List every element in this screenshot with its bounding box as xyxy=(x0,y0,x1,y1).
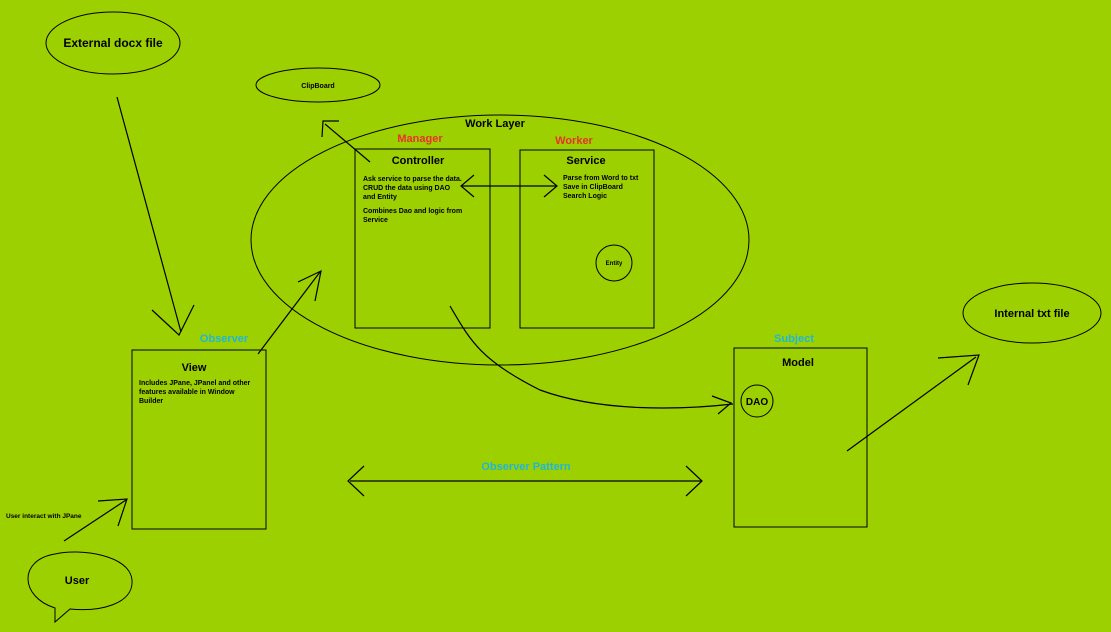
controller-service-arrow xyxy=(460,174,558,198)
service-text-line: Parse from Word to txt xyxy=(563,175,639,182)
view-text-line: Builder xyxy=(139,398,163,405)
model-to-internaltxt-arrow xyxy=(846,354,980,452)
view-box: View Includes JPane, JPanel and other fe… xyxy=(131,349,267,530)
entity-label: Entity xyxy=(606,261,623,267)
view-text-line: features available in Window xyxy=(139,389,235,396)
internal-txt-node: Internal txt file xyxy=(962,282,1102,344)
controller-to-model-arrow xyxy=(449,305,734,415)
worker-label: Worker xyxy=(555,135,593,147)
controller-text-line: and Entity xyxy=(363,194,397,201)
docx-to-view-arrow xyxy=(116,96,195,336)
controller-box: Controller Ask service to parse the data… xyxy=(354,148,491,329)
model-box: Model DAO xyxy=(733,347,868,528)
entity-node: Entity xyxy=(595,244,633,282)
observer-label: Observer xyxy=(200,333,249,345)
controller-to-clipboard-arrow xyxy=(321,120,371,163)
service-text-line: Search Logic xyxy=(563,193,607,200)
controller-text-line: Service xyxy=(363,217,388,224)
service-text-line: Save in ClipBoard xyxy=(563,184,623,191)
user-node: User xyxy=(27,551,133,624)
service-title: Service xyxy=(566,155,605,167)
view-text-line: Includes JPane, JPanel and other xyxy=(139,380,251,387)
model-title: Model xyxy=(782,357,814,369)
internal-txt-label: Internal txt file xyxy=(994,308,1069,320)
service-box: Service Parse from Word to txt Save in C… xyxy=(519,149,655,329)
controller-text-line: CRUD the data using DAO xyxy=(363,185,451,192)
observer-pattern-label: Observer Pattern xyxy=(481,461,571,473)
external-docx-label: External docx file xyxy=(63,36,163,50)
view-title: View xyxy=(182,362,207,374)
user-interact-label: User interact with JPane xyxy=(6,513,82,520)
subject-label: Subject xyxy=(774,333,814,345)
external-docx-node: External docx file xyxy=(45,11,181,75)
controller-text-line: Ask service to parse the data. xyxy=(363,176,462,183)
dao-label: DAO xyxy=(746,397,768,408)
work-layer-label: Work Layer xyxy=(465,118,525,130)
user-label: User xyxy=(65,575,90,587)
dao-node: DAO xyxy=(740,384,774,418)
user-to-view-arrow xyxy=(63,498,128,542)
manager-label: Manager xyxy=(397,133,443,145)
clipboard-node: ClipBoard xyxy=(255,67,381,103)
clipboard-label: ClipBoard xyxy=(301,83,334,90)
controller-text-line: Combines Dao and logic from xyxy=(363,208,462,215)
observer-pattern-arrow xyxy=(347,465,703,497)
view-to-worklayer-arrow xyxy=(257,269,322,355)
controller-title: Controller xyxy=(392,155,445,167)
work-layer: Work Layer xyxy=(250,114,750,366)
